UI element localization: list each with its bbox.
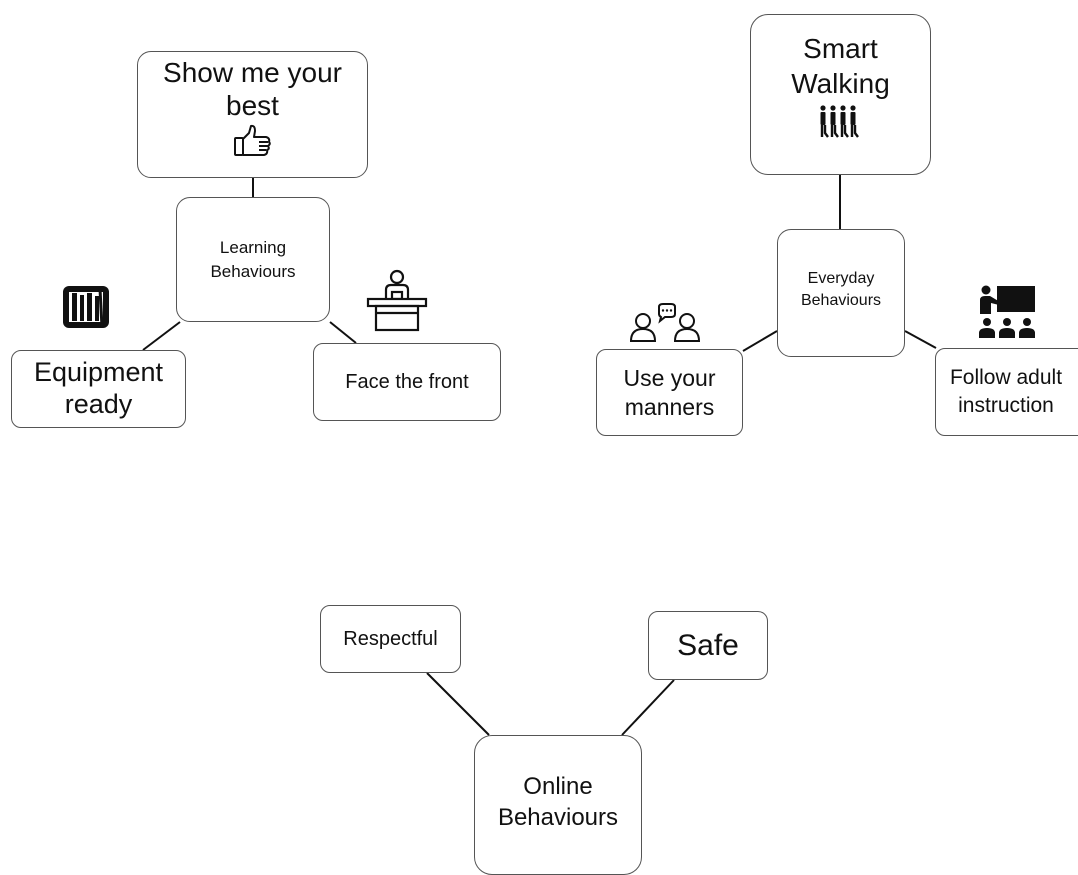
connector-learning-right (329, 321, 357, 344)
face-the-front-label: Face the front (345, 371, 469, 393)
teacher-desk-icon (366, 268, 428, 337)
safe-label: Safe (677, 628, 739, 662)
connector-everyday-left (742, 330, 778, 352)
respectful-label: Respectful (343, 628, 438, 650)
everyday-behaviours-label: Everyday Behaviours (800, 269, 882, 309)
teacher-board-icon (978, 284, 1036, 345)
respectful-node: Respectful (320, 605, 461, 673)
everyday-behaviours-node: Everyday Behaviours (777, 229, 905, 357)
thumbs-up-icon (233, 124, 271, 156)
connector-online-right (621, 679, 675, 736)
learning-behaviours-node: Learning Behaviours (176, 197, 330, 322)
smart-walking-label: Smart Walking (791, 33, 890, 99)
equipment-ready-label: Equipment ready (33, 357, 164, 419)
online-behaviours-node: Online Behaviours (474, 735, 642, 875)
show-me-your-best-node: Show me your best (137, 51, 368, 178)
equipment-ready-node: Equipment ready (11, 350, 186, 428)
smart-walking-node: Smart Walking (750, 14, 931, 175)
follow-adult-instruction-label: Follow adult instruction (949, 366, 1063, 417)
connector-everyday-right (904, 330, 937, 349)
use-your-manners-node: Use your manners (596, 349, 743, 436)
walking-line-icon (819, 105, 859, 138)
safe-node: Safe (648, 611, 768, 680)
learning-behaviours-label: Learning Behaviours (210, 237, 296, 281)
books-icon (60, 283, 112, 336)
connector-learning-left (142, 321, 181, 351)
conversation-icon (629, 303, 701, 348)
show-me-your-best-label: Show me your best (163, 57, 342, 121)
online-behaviours-label: Online Behaviours (497, 772, 619, 831)
face-the-front-node: Face the front (313, 343, 501, 421)
connector-online-left (426, 672, 490, 736)
use-your-manners-label: Use your manners (623, 365, 716, 420)
follow-adult-instruction-node: Follow adult instruction (935, 348, 1078, 436)
